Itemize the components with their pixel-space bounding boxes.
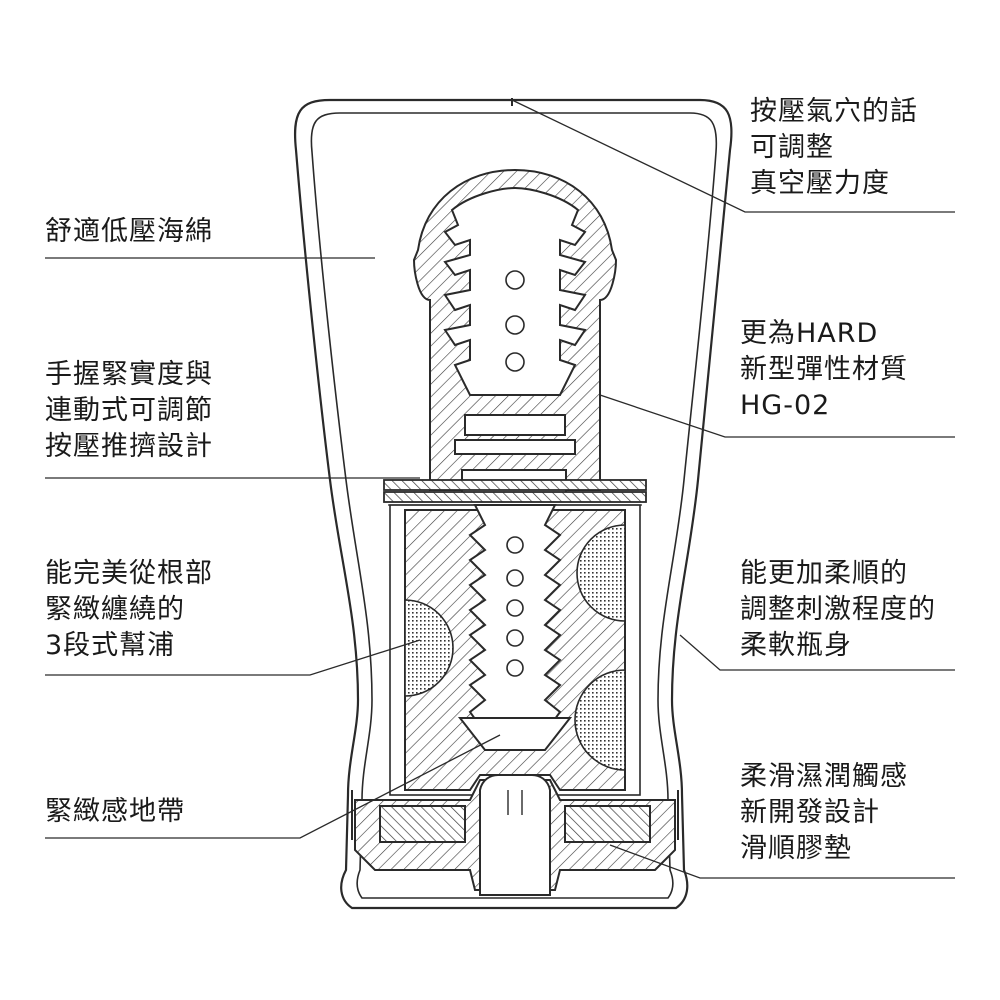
- callout-body-line-1: 能更加柔順的: [740, 558, 908, 589]
- callout-body-line-2: 調整刺激程度的: [740, 594, 936, 625]
- callout-body: 能更加柔順的 調整刺激程度的 柔軟瓶身: [740, 556, 936, 664]
- leader-air-hole: [511, 99, 955, 213]
- callout-pad-line-1: 柔滑濕潤觸感: [740, 761, 908, 792]
- callout-material-line-1: 更為HARD: [740, 318, 879, 349]
- callout-pad: 柔滑濕潤觸感 新開發設計 滑順膠墊: [740, 759, 908, 867]
- callout-material-line-3: HG-02: [740, 390, 831, 421]
- leader-zones: [45, 639, 421, 676]
- callout-body-line-3: 柔軟瓶身: [740, 630, 852, 661]
- callout-sponge: 舒適低壓海綿: [45, 214, 213, 250]
- pump-zones: [404, 524, 626, 771]
- sleeve-holes: [505, 270, 525, 677]
- leader-body: [679, 634, 955, 671]
- callout-air-hole-line-2: 可調整: [750, 132, 834, 163]
- callout-grip-line-3: 按壓推擠設計: [45, 431, 213, 462]
- callout-grip-line-1: 手握緊實度與: [45, 359, 213, 390]
- callout-zones: 能完美從根部 緊緻纏繞的 3段式幫浦: [45, 556, 213, 664]
- callout-pad-line-3: 滑順膠墊: [740, 833, 852, 864]
- callout-band: 緊緻感地帶: [45, 794, 185, 830]
- callout-material: 更為HARD 新型彈性材質 HG-02: [740, 316, 908, 424]
- leader-material: [599, 394, 955, 438]
- callout-band-line-1: 緊緻感地帶: [45, 796, 185, 827]
- callout-grip: 手握緊實度與 連動式可調節 按壓推擠設計: [45, 357, 213, 465]
- callout-air-hole-line-3: 真空壓力度: [750, 168, 890, 199]
- callout-zones-line-2: 緊緻纏繞的: [45, 594, 185, 625]
- leader-band: [45, 734, 501, 839]
- callout-zones-line-1: 能完美從根部: [45, 558, 213, 589]
- cup-base: [351, 774, 679, 896]
- callout-material-line-2: 新型彈性材質: [740, 354, 908, 385]
- callout-pad-line-2: 新開發設計: [740, 797, 880, 828]
- callout-sponge-line-1: 舒適低壓海綿: [45, 216, 213, 247]
- leader-lines: [45, 99, 955, 879]
- callout-grip-line-2: 連動式可調節: [45, 395, 213, 426]
- leader-pad: [609, 844, 955, 879]
- callout-zones-line-3: 3段式幫浦: [45, 630, 176, 661]
- outer-cup-shell: [294, 98, 733, 910]
- callout-air-hole-line-1: 按壓氣穴的話: [750, 96, 918, 127]
- callout-air-hole: 按壓氣穴的話 可調整 真空壓力度: [750, 94, 918, 202]
